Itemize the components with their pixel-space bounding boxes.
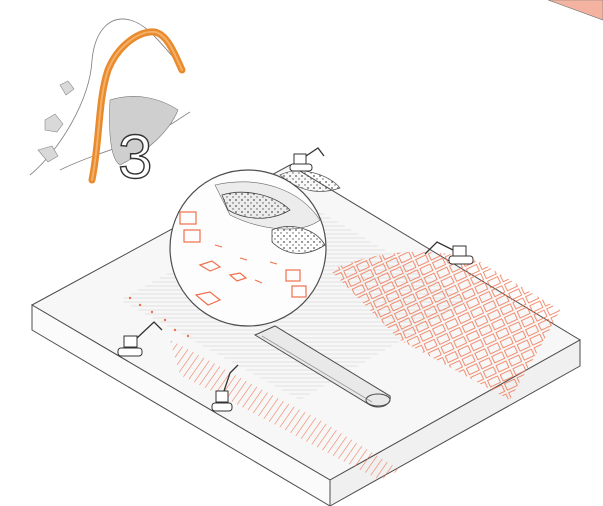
magnifier-callout bbox=[170, 170, 326, 326]
corner-fragment bbox=[548, 0, 603, 20]
excavator-icon bbox=[290, 148, 324, 171]
inset-location-map: 3 bbox=[30, 19, 190, 192]
step-number: 3 bbox=[118, 123, 152, 192]
inset-land-patches bbox=[38, 81, 74, 162]
